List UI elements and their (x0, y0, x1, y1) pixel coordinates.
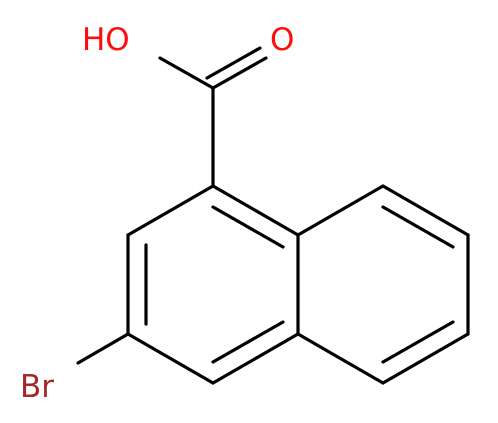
bond-c8a-c1 (211, 184, 300, 237)
carboxyl-group (158, 46, 268, 188)
bond-c5-c4a (296, 332, 385, 385)
bond-c3-c4 (126, 332, 215, 385)
right-ring (296, 184, 470, 385)
bond-c8a-c8 (296, 184, 385, 237)
bond-c-o-double-a (211, 56, 268, 90)
bond-c8-c7 (381, 184, 470, 237)
bond-c-o-double-b (205, 46, 262, 80)
hydroxyl-label: HO (82, 22, 130, 58)
bond-c-br (76, 332, 130, 365)
bond-c8a-c1-inner (211, 205, 285, 249)
bond-c4-c4a-inner (211, 320, 285, 364)
carbonyl-oxygen-label: O (270, 22, 294, 58)
bond-c8-c7-inner (381, 205, 455, 249)
bromine-label: Br (20, 369, 54, 405)
bond-c-oh (158, 56, 215, 90)
bond-c6-c5 (381, 332, 470, 385)
left-ring (126, 184, 300, 385)
bond-c1-c2 (126, 184, 215, 237)
bond-c6-c5-inner (381, 320, 455, 364)
bond-c4-c4a (211, 332, 300, 385)
